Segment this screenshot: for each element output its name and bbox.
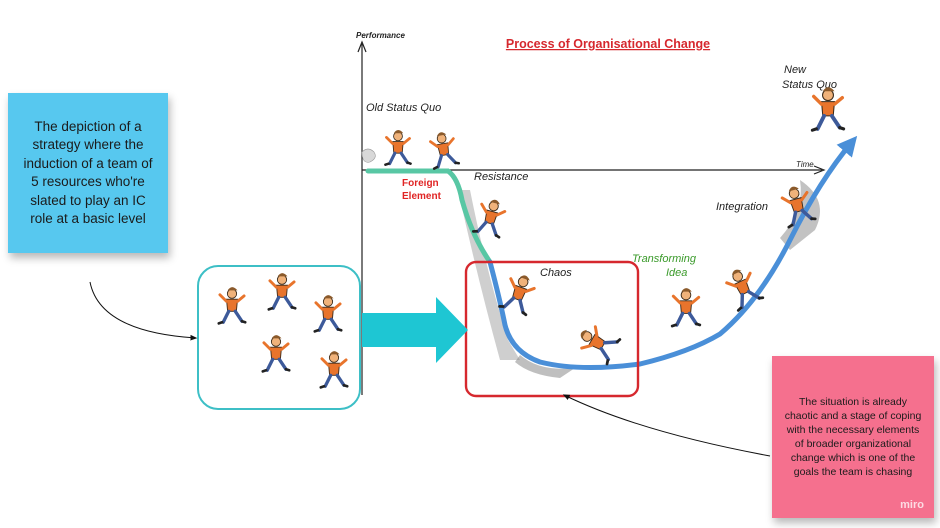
label-foreign-element-line1: Foreign [402,178,439,189]
figure-old-status-quo-2 [426,128,461,171]
strategy-note-text: The depiction of a strategy where the in… [23,118,153,227]
blue-note-connector [89,281,198,341]
figure-old-status-quo-1 [383,128,413,167]
chaos-sticky-note[interactable]: The situation is already chaotic and a s… [772,356,934,518]
figure-resistance [471,194,510,240]
x-axis-arrow-icon [813,165,826,175]
recovery-curve [487,135,858,371]
label-new-status-quo-line2: Status Quo [782,79,837,91]
miro-watermark: miro [900,499,924,511]
figure-chaos-fallen [572,319,623,366]
label-old-status-quo: Old Status Quo [366,102,441,114]
chaos-note-text: The situation is already chaotic and a s… [784,396,922,478]
label-foreign-element-line2: Element [402,191,442,202]
figure-transforming-idea [670,286,702,328]
x-axis-label: Time [796,160,814,169]
resistance-curve [365,168,493,265]
valley-terrain [515,355,575,378]
label-new-status-quo-line1: New [784,64,807,76]
label-transforming-idea-line1: Transforming [632,253,697,265]
dust-cloud-icon [361,148,376,163]
diagram-title: Process of Organisational Change [506,37,710,51]
figure-new-status-quo [810,85,846,133]
slope-terrain [780,180,820,250]
label-integration: Integration [716,201,768,213]
y-axis-label: Performance [356,31,405,40]
label-resistance: Resistance [474,171,528,183]
figure-climbing [720,262,766,313]
pink-note-connector [562,394,771,457]
label-chaos: Chaos [540,267,572,279]
y-axis-arrow-icon [357,40,367,53]
team-to-chaos-arrow [362,297,468,363]
curve-figures [361,85,846,366]
label-transforming-idea-line2: Idea [666,267,687,279]
figure-chaos-falling [497,269,541,318]
strategy-sticky-note[interactable]: The depiction of a strategy where the in… [8,93,168,253]
